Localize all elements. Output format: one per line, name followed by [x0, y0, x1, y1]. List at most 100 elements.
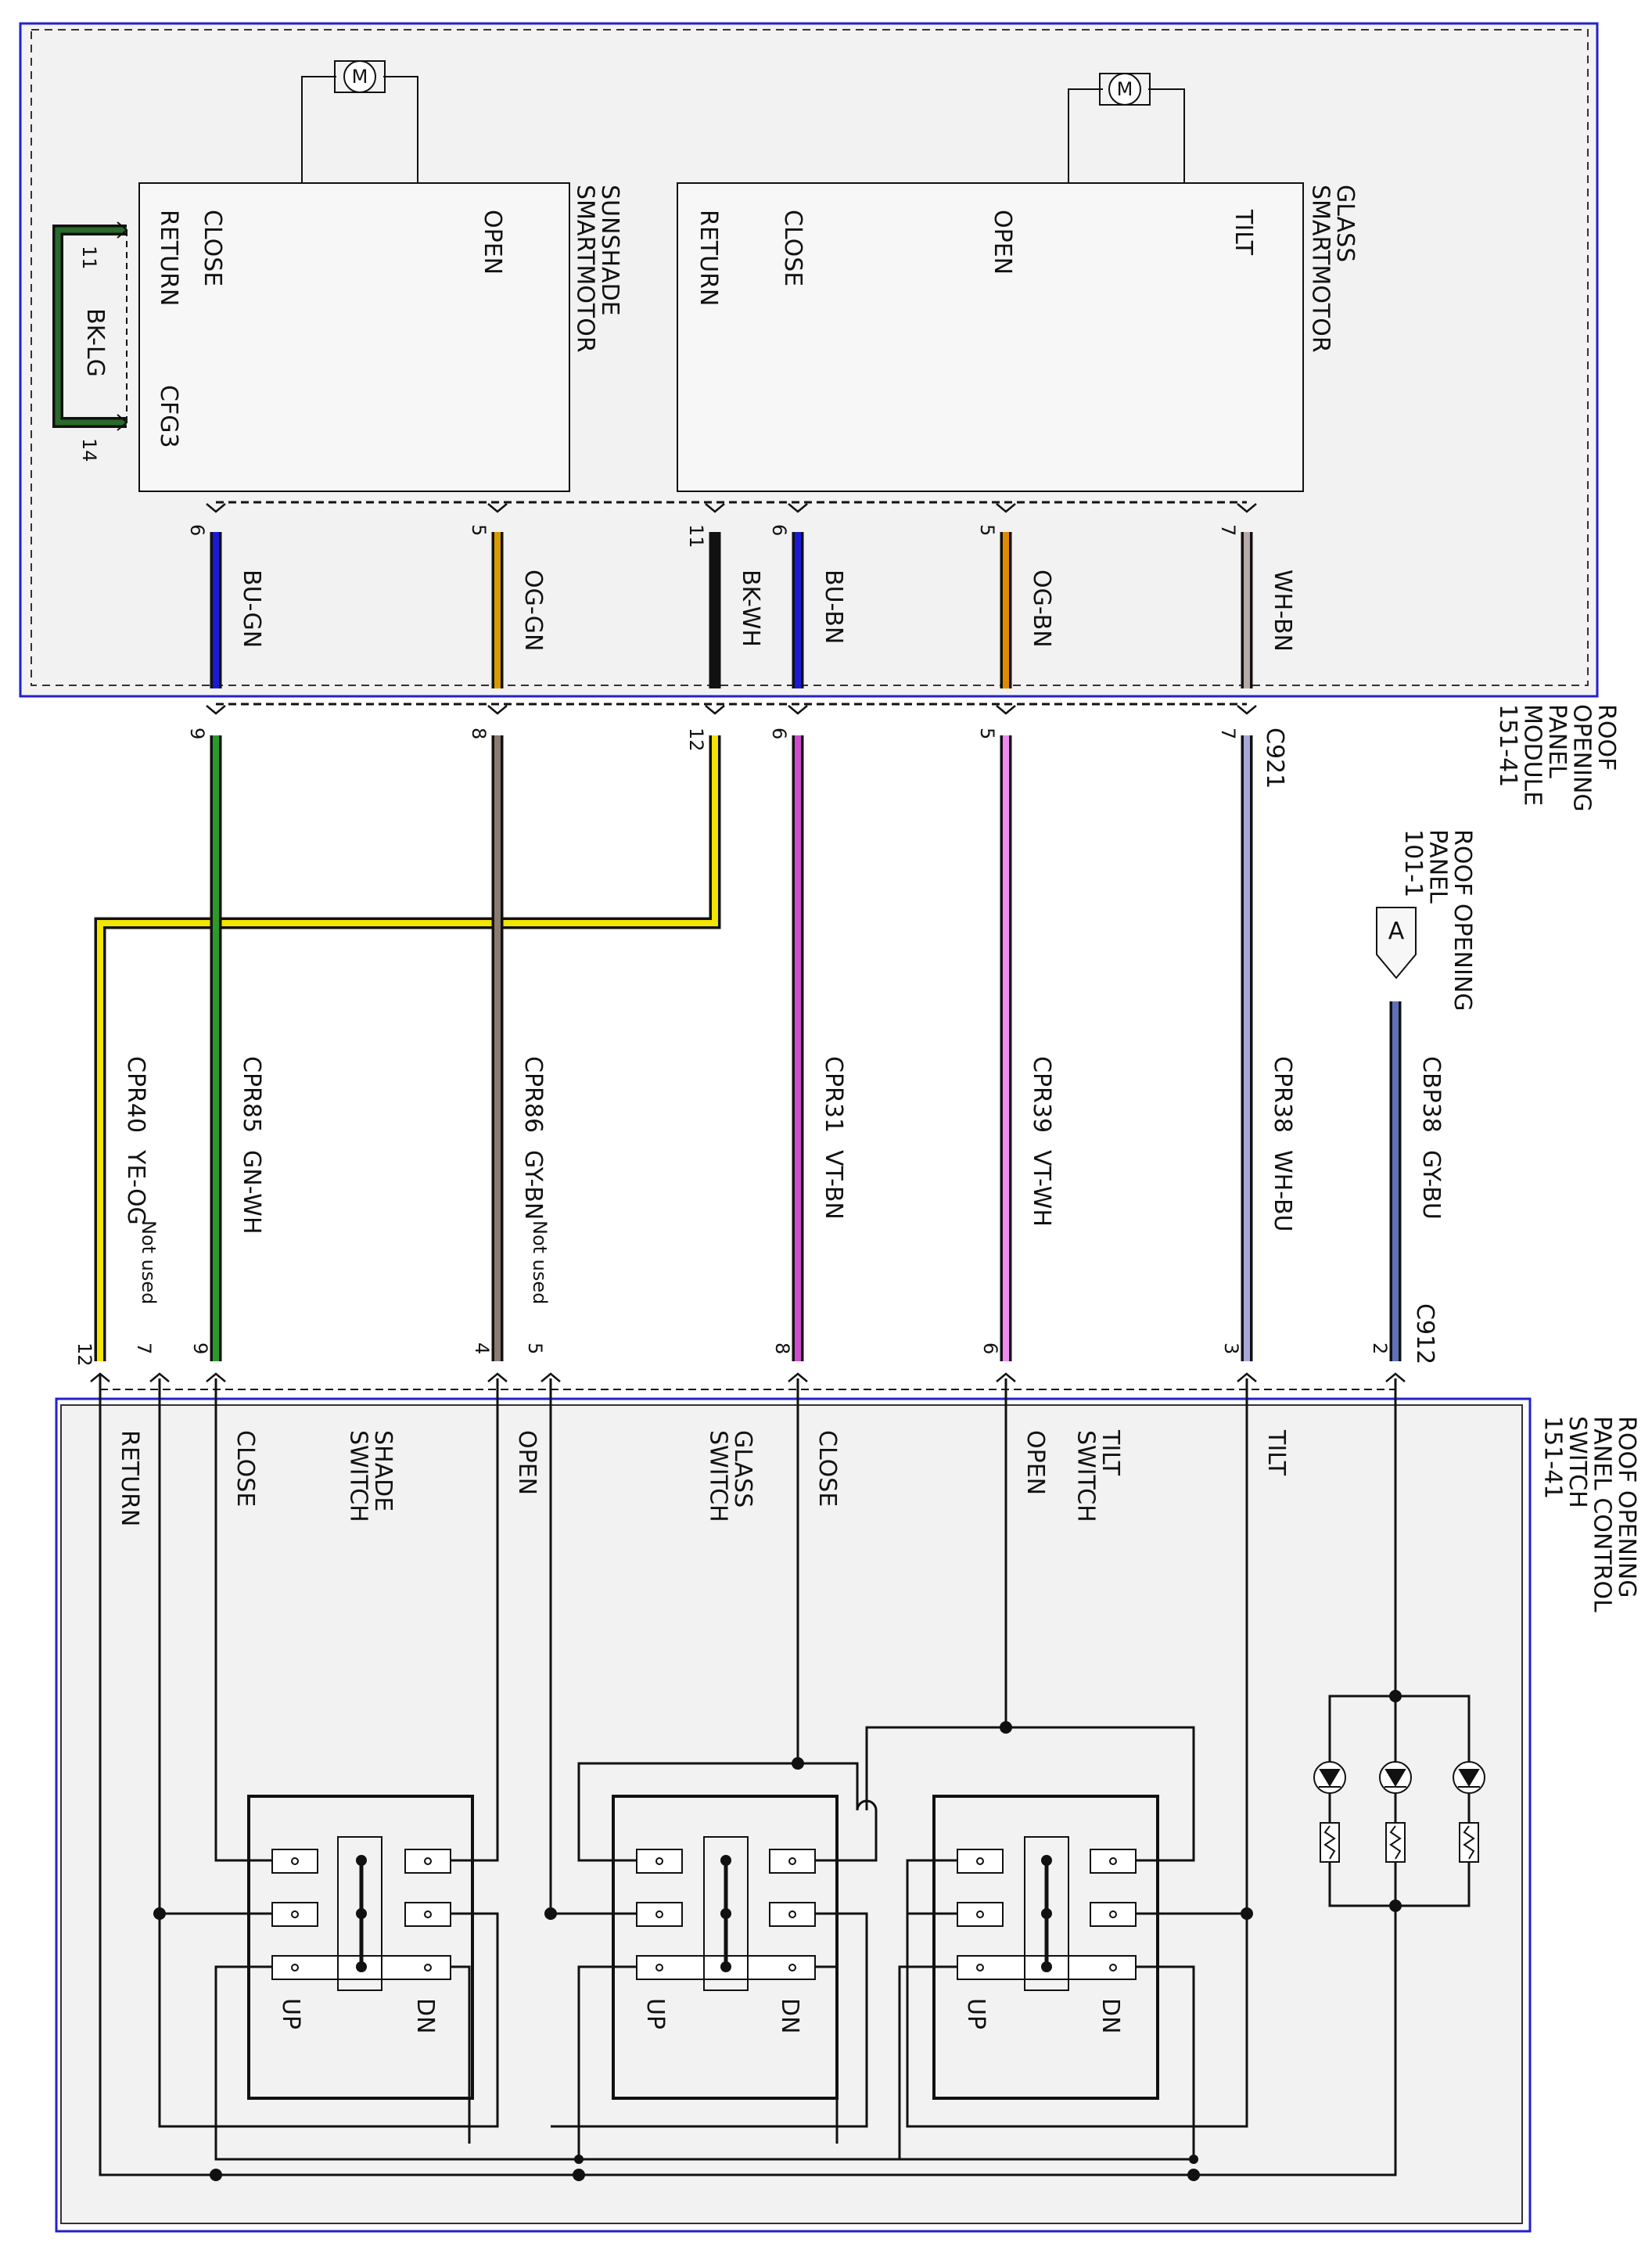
- pin-number: 8: [771, 1342, 793, 1354]
- pin-number: 2: [1369, 1342, 1391, 1354]
- terminal-arrow-icon: [705, 705, 725, 715]
- connector-id: C921: [1261, 728, 1288, 789]
- component-name: SUNSHADESMARTMOTOR: [572, 185, 624, 353]
- connector-id: C912: [1411, 1303, 1438, 1364]
- sunshade-smartmotor: M: [52, 60, 570, 492]
- terminal-arrow-icon: [206, 503, 226, 513]
- terminal-arrow-icon: [487, 705, 508, 715]
- pin-label: TILT: [1230, 209, 1257, 256]
- terminal-arrow-icon: [996, 1372, 1016, 1382]
- switch-up-label: UP: [641, 1998, 669, 2029]
- pin-number: 5: [468, 524, 490, 536]
- wire-YE-OG: [97, 735, 718, 1361]
- terminal-arrow-icon: [206, 1372, 226, 1382]
- module-inner-dashed: [31, 29, 1589, 686]
- illumination-led-icon: [1313, 1761, 1485, 1794]
- pin-number: 11: [78, 246, 100, 270]
- pin-label: OPEN: [989, 210, 1016, 275]
- shade-switch-body: [271, 1836, 451, 1991]
- wire-color-code: BU-BN: [820, 570, 847, 644]
- pin-number: 12: [685, 728, 707, 752]
- terminal-arrow-icon: [487, 503, 508, 513]
- terminal-arrow-icon: [149, 1372, 170, 1382]
- terminal-arrow-icon: [996, 503, 1016, 513]
- terminal-arrow-icon: [996, 705, 1016, 715]
- switch-dn-label: DN: [411, 1998, 439, 2034]
- circuit-number: CPR39: [1028, 1056, 1055, 1133]
- pin-number: 6: [768, 524, 790, 536]
- pin-label: RETURN: [155, 210, 182, 306]
- panel-reference-arrow-icon: [1376, 907, 1417, 979]
- module-name: ROOFOPENINGPANELMODULE151-41: [1494, 704, 1620, 812]
- wire-color-code: GN-WH: [238, 1150, 265, 1235]
- pin-label: OPEN: [513, 1430, 540, 1495]
- terminal-arrow-icon: [487, 1372, 508, 1382]
- pin-number: 6: [768, 728, 790, 739]
- pin-label: CLOSE: [813, 1430, 841, 1507]
- wire-color-code: GY-BN: [519, 1150, 547, 1220]
- switch-up-label: UP: [277, 1998, 304, 2029]
- pin-number: 9: [186, 728, 208, 739]
- wire-color-code: OG-BN: [1028, 570, 1055, 648]
- resistor-icon: [1320, 1822, 1479, 1863]
- terminal-arrow-icon: [788, 1372, 808, 1382]
- terminal-arrow-icon: [540, 1372, 561, 1382]
- pin-label: RETURN: [695, 210, 722, 306]
- pin-number: 6: [186, 524, 208, 536]
- switch-name: GLASSSWITCH: [705, 1430, 757, 1522]
- wire-color-code: BU-GN: [238, 570, 265, 648]
- pin-label: OPEN: [1022, 1430, 1049, 1495]
- wire-color-code: BK-LG: [81, 308, 109, 377]
- switch-name: TILTSWITCH: [1072, 1429, 1125, 1522]
- pin-number: 7: [1217, 524, 1239, 536]
- circuit-number: CPR31: [820, 1056, 847, 1133]
- pin-label: CLOSE: [779, 210, 806, 286]
- pin-number: 5: [524, 1342, 546, 1354]
- pin-number: 3: [1220, 1342, 1242, 1354]
- pin-number: 5: [976, 728, 998, 739]
- wire-color-code: YE-OG: [122, 1149, 149, 1225]
- switch-inner-box: [60, 1404, 1523, 2224]
- pin-number: 9: [189, 1342, 211, 1354]
- motor-icon: M: [334, 60, 386, 93]
- splice-dots: [153, 1690, 1402, 2181]
- wire-color-code: VT-WH: [1028, 1150, 1055, 1227]
- terminal-arrow-icon: [788, 705, 808, 715]
- terminal-arrow-icon: [1385, 1372, 1406, 1382]
- terminal-arrow-icon: [1237, 1372, 1257, 1382]
- pin-label: CLOSE: [199, 210, 226, 286]
- wire-color-code: WH-BN: [1269, 570, 1296, 652]
- terminal-arrow-icon: [1237, 503, 1257, 513]
- not-used-label: Not used: [529, 1220, 551, 1304]
- terminal-arrow-icon: [1237, 705, 1257, 715]
- terminal-arrow-icon: [788, 503, 808, 513]
- pin-number: 4: [471, 1342, 493, 1354]
- panel-reference-letter: A: [1388, 918, 1405, 945]
- motor-label: M: [352, 66, 368, 88]
- pin-number: 11: [685, 524, 707, 548]
- component-name: GLASSSMARTMOTOR: [1307, 185, 1359, 353]
- pin-number: 14: [78, 438, 100, 462]
- wire-color-code: OG-GN: [519, 570, 547, 651]
- labels: 6BU-GN95OG-GN811BK-WH126BU-BN65OG-BN57WH…: [74, 185, 1640, 2034]
- pin-label: CFG3: [155, 385, 182, 448]
- switch-dn-label: DN: [1097, 1998, 1124, 2034]
- pin-label: CLOSE: [232, 1430, 259, 1507]
- circuit-number: CBP38: [1417, 1056, 1445, 1133]
- wire-color-code: BK-WH: [737, 570, 764, 647]
- terminal-arrow-icon: [705, 503, 725, 513]
- circuit-number: CPR85: [238, 1056, 265, 1133]
- wire-color-code: WH-BU: [1269, 1150, 1296, 1232]
- motor-icon: M: [1099, 73, 1151, 106]
- switch-up-label: UP: [962, 1998, 989, 2029]
- glass-switch-body: [636, 1836, 816, 1991]
- switch-dn-label: DN: [776, 1998, 803, 2034]
- pin-number: 8: [468, 728, 490, 739]
- terminal-arrow-icon: [206, 705, 226, 715]
- wire-YE-OG-outline: [94, 735, 721, 1361]
- wire-color-code: GY-BU: [1417, 1150, 1445, 1220]
- switch-name: SHADESWITCH: [345, 1430, 397, 1522]
- wire-color-code: VT-BN: [820, 1150, 847, 1220]
- motor-label: M: [1117, 78, 1133, 100]
